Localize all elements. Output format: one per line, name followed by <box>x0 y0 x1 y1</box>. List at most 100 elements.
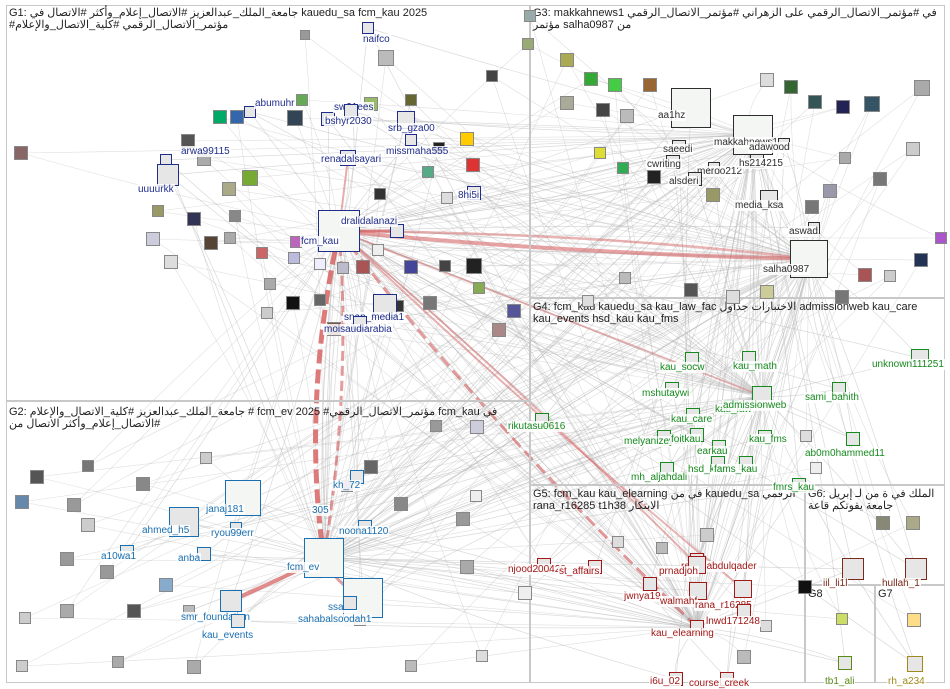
avatar <box>808 95 822 109</box>
edge <box>790 86 810 260</box>
edge <box>266 312 698 628</box>
node-avatar[interactable] <box>220 590 242 612</box>
node-label: course_creek <box>688 678 751 689</box>
edge <box>696 395 763 566</box>
avatar <box>647 170 661 184</box>
node-avatar[interactable] <box>905 558 927 580</box>
edge <box>73 230 340 506</box>
edge <box>429 302 763 397</box>
edge <box>338 225 815 232</box>
node-avatar[interactable] <box>244 106 256 118</box>
edge <box>752 134 884 524</box>
edge <box>321 230 340 559</box>
node-label: dralidalanazi <box>340 216 399 227</box>
edge <box>165 134 754 161</box>
node-avatar[interactable] <box>405 134 417 146</box>
node-avatar[interactable] <box>362 22 374 34</box>
node-label: missmaha555 <box>385 146 450 157</box>
group-title-g1: G1: جامعة_الملك_عبدالعزيز #الاتصال_إعلام… <box>9 7 431 31</box>
node-label: kau_fms <box>748 434 788 445</box>
edge <box>338 229 810 261</box>
edge <box>602 109 810 260</box>
avatar <box>522 38 534 50</box>
edge <box>761 395 917 570</box>
node-avatar[interactable] <box>838 656 852 670</box>
node-avatar[interactable] <box>343 596 357 610</box>
node-avatar[interactable] <box>157 164 179 186</box>
edge <box>602 109 698 628</box>
edge <box>323 305 386 559</box>
node-label: hsd_kau <box>687 464 727 475</box>
node-label: prnadjoh <box>658 566 699 577</box>
avatar <box>582 295 594 307</box>
edge <box>338 194 714 232</box>
node-label: aa1hz <box>657 110 687 121</box>
avatar <box>460 560 474 574</box>
node-avatar[interactable] <box>231 614 245 628</box>
edge <box>338 43 529 232</box>
edge <box>761 395 916 665</box>
edge <box>323 557 677 680</box>
edge <box>473 258 810 267</box>
avatar <box>518 586 532 600</box>
edge <box>126 230 340 553</box>
edge <box>21 395 763 503</box>
node-label: anba <box>177 553 202 564</box>
avatar <box>264 278 276 290</box>
edge <box>742 258 810 590</box>
edge <box>478 134 754 289</box>
edge <box>438 147 763 397</box>
edge <box>36 395 763 478</box>
edge <box>165 584 698 628</box>
avatar <box>456 512 470 526</box>
node-label: aswad <box>788 226 819 237</box>
edge <box>696 626 846 664</box>
node-avatar[interactable] <box>907 656 923 672</box>
edge <box>323 161 674 559</box>
avatar <box>466 258 482 274</box>
avatar <box>372 244 384 256</box>
edge <box>349 134 754 604</box>
group-title-g5: G5: fcm_kau kau_elearning في من kauedu_s… <box>533 488 799 512</box>
avatar <box>67 498 81 512</box>
edge <box>808 258 854 440</box>
edge <box>761 275 891 397</box>
edge <box>106 134 754 573</box>
edge <box>359 134 754 621</box>
node-label: lnwd171248 <box>705 616 761 627</box>
node-label: ryou99err <box>210 528 255 539</box>
node-label: renadabdulqader <box>680 561 758 572</box>
avatar <box>14 146 28 160</box>
node-label: media_ksa <box>734 200 785 211</box>
edge <box>473 265 698 628</box>
edge <box>410 266 763 397</box>
edge <box>491 75 810 260</box>
edge <box>323 467 817 559</box>
node-avatar[interactable] <box>643 577 657 591</box>
edge <box>292 302 325 559</box>
edge <box>338 106 844 232</box>
node-label: saeedi <box>662 144 694 155</box>
node-avatar[interactable] <box>842 558 864 580</box>
avatar <box>288 252 300 264</box>
avatar <box>100 565 114 579</box>
node-avatar[interactable] <box>846 432 860 446</box>
edge <box>752 134 800 486</box>
node-label: walmahf <box>659 596 699 607</box>
node-avatar[interactable] <box>734 580 752 598</box>
avatar <box>560 96 574 110</box>
edge <box>338 230 734 298</box>
node-label: bshyr2030 <box>324 116 373 127</box>
node-label: ssadtv <box>327 602 358 613</box>
edge <box>323 118 331 559</box>
node-label: melyanizeyad <box>623 436 687 447</box>
avatar <box>460 132 474 146</box>
edge <box>594 134 754 568</box>
node-label: kau_math <box>732 361 778 372</box>
avatar <box>839 152 851 164</box>
edge <box>529 15 698 628</box>
node-label: hs214215 <box>738 158 784 169</box>
node-avatar[interactable] <box>671 88 711 128</box>
node-label: sahabalsoodah1 <box>297 614 373 625</box>
node-label: cwriting <box>646 159 682 170</box>
